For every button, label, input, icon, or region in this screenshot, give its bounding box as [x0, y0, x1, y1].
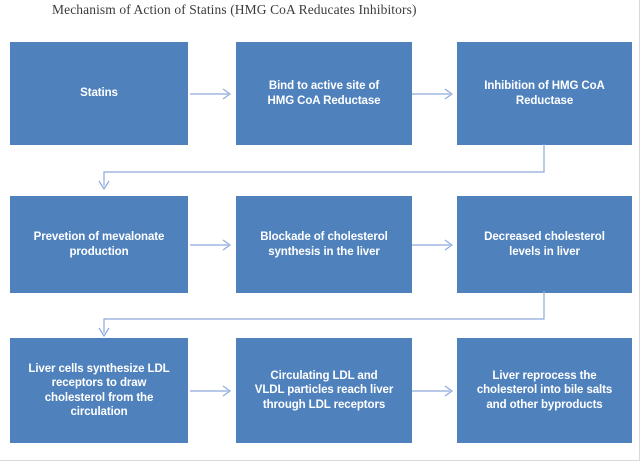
flow-node-label: Statins [80, 87, 118, 100]
flow-node-blockade-cholesterol-synthesis[interactable]: Blockade of cholesterol synthesis in the… [236, 196, 412, 293]
arrow-right-icon [412, 87, 458, 101]
flow-node-liver-reprocess[interactable]: Liver reprocess the cholesterol into bil… [457, 338, 632, 443]
arrow-right-icon [412, 238, 458, 252]
flow-node-label: Liver cells synthesize LDL receptors to … [28, 362, 170, 419]
flow-node-prevention-mevalonate[interactable]: Prevetion of mevalonate production [10, 196, 188, 293]
flow-node-label: Blockade of cholesterol synthesis in the… [260, 231, 388, 258]
flow-node-ldl-receptors-synthesis[interactable]: Liver cells synthesize LDL receptors to … [10, 338, 188, 443]
arrow-right-icon [190, 87, 236, 101]
arrow-wrap-down-left-icon [90, 144, 556, 196]
flow-node-bind-active-site[interactable]: Bind to active site of HMG CoA Reductase [236, 42, 412, 145]
arrow-wrap-down-left-icon [90, 291, 556, 343]
flow-node-label: Bind to active site of HMG CoA Reductase [267, 80, 381, 107]
flow-node-circulating-ldl-vldl[interactable]: Circulating LDL and VLDL particles reach… [236, 338, 412, 443]
page-title: Mechanism of Action of Statins (HMG CoA … [52, 2, 417, 17]
flow-node-label: Liver reprocess the cholesterol into bil… [476, 369, 613, 411]
arrow-right-icon [190, 238, 236, 252]
flow-node-decreased-cholesterol-levels[interactable]: Decreased cholesterol levels in liver [457, 196, 632, 293]
flow-node-statins[interactable]: Statins [10, 42, 188, 145]
flow-node-inhibition-hmg-coa[interactable]: Inhibition of HMG CoA Reductase [457, 42, 632, 145]
flow-node-label: Inhibition of HMG CoA Reductase [484, 80, 605, 107]
arrow-right-icon [412, 384, 458, 398]
flow-node-label: Decreased cholesterol levels in liver [484, 231, 605, 258]
arrow-right-icon [190, 384, 236, 398]
flow-node-label: Circulating LDL and VLDL particles reach… [254, 369, 394, 411]
flow-node-label: Prevetion of mevalonate production [33, 231, 165, 258]
